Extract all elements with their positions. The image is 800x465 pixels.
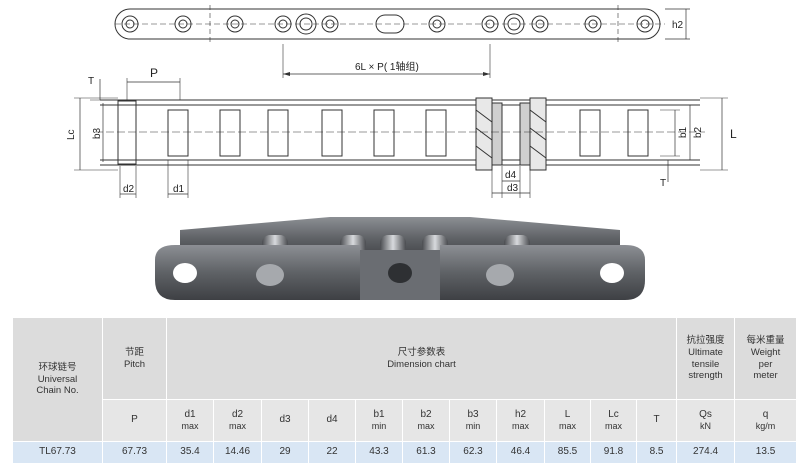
column-symbol: h2 [514,408,527,420]
column-unit: min [371,421,387,432]
table-cell: 8.5 [635,441,678,464]
chain-product-photo [155,217,645,300]
label-d3: d3 [507,183,519,194]
table-cell: 13.5 [734,441,798,464]
table-cell: 29 [261,441,309,464]
column-symbol: d1 [184,408,196,420]
column-unit: max [228,421,246,432]
pitch-header-en: Pitch [123,358,146,370]
spec-table: 环球链号 Universal Chain No. 节距 Pitch 尺寸参数表 … [12,317,798,464]
table-cell: 22 [308,441,356,464]
column-symbol: T [653,414,660,426]
column-symbol: b2 [420,408,432,420]
model-header-cn: 环球链号 [38,361,77,373]
table-cell: 61.3 [402,441,450,464]
strength-header: 抗拉强度 Ultimate tensile strength [676,317,736,400]
label-b3: b3 [92,127,103,139]
table-cell: 46.4 [496,441,545,464]
dimension-header-cn: 尺寸参数表 [397,346,446,358]
pitch-header: 节距 Pitch [102,317,167,400]
column-header-0: P [102,399,167,442]
column-symbol: d4 [326,414,338,426]
column-unit: kN [700,421,712,432]
column-symbol: b3 [467,408,479,420]
label-b1: b1 [678,126,689,138]
label-Lc: Lc [66,129,77,140]
weight-header: 每米重量 Weight per meter [734,317,798,400]
column-symbol: P [131,414,138,426]
table-cell: 85.5 [544,441,591,464]
model-header: 环球链号 Universal Chain No. [12,317,103,442]
column-symbol: d3 [279,414,291,426]
label-P: P [150,66,158,80]
label-L: L [730,127,737,141]
table-cell: 14.46 [213,441,262,464]
table-cell: 35.4 [166,441,214,464]
column-symbol: b1 [373,408,385,420]
strength-header-en1: Ultimate [688,346,723,358]
strength-header-en2: tensile [691,358,720,370]
chain-top-view [114,5,690,43]
column-unit: max [417,421,435,432]
cell-model: TL67.73 [12,441,103,464]
weight-header-en1: Weight [750,346,781,358]
column-header-3: d3 [261,399,309,442]
pitch-header-cn: 节距 [124,346,144,358]
column-unit: min [465,421,481,432]
column-unit: max [604,421,622,432]
column-header-4: d4 [308,399,356,442]
weight-header-en2: per [758,358,773,370]
column-header-11: T [635,399,678,442]
column-symbol: Lc [608,408,619,420]
column-unit: kg/m [755,421,776,432]
column-unit: max [181,421,199,432]
label-pitch-note: 6L × P( 1轴组) [355,60,419,73]
label-T-bottom: T [660,178,666,189]
label-d4: d4 [505,170,517,181]
label-T-top: T [88,76,94,87]
label-h2: h2 [672,20,684,31]
table-cell: 62.3 [449,441,497,464]
weight-header-en3: meter [753,370,778,382]
chain-technical-drawing: h2 6L × P( 1轴组) T P Lc b3 b1 b2 L T d2 d… [66,5,737,198]
column-unit: max [558,421,576,432]
table-cell: 274.4 [676,441,736,464]
column-symbol: Qs [699,408,712,420]
chain-side-view [95,97,705,171]
strength-header-en3: strength [688,370,723,382]
model-header-en1: Universal [37,373,78,385]
label-d1: d1 [173,184,185,195]
table-cell: 43.3 [355,441,403,464]
strength-header-cn: 抗拉强度 [686,334,725,346]
dimension-header: 尺寸参数表 Dimension chart [165,317,678,400]
weight-header-cn: 每米重量 [746,334,785,346]
column-unit: max [511,421,529,432]
table-cell: 91.8 [590,441,637,464]
label-d2: d2 [123,184,135,195]
model-header-en2: Chain No. [36,385,79,397]
column-symbol: d2 [231,408,244,420]
label-b2: b2 [693,126,704,138]
column-symbol: q [762,408,769,420]
column-symbol: L [564,408,571,420]
table-cell: 67.73 [102,441,167,464]
dimension-header-en: Dimension chart [387,358,456,370]
